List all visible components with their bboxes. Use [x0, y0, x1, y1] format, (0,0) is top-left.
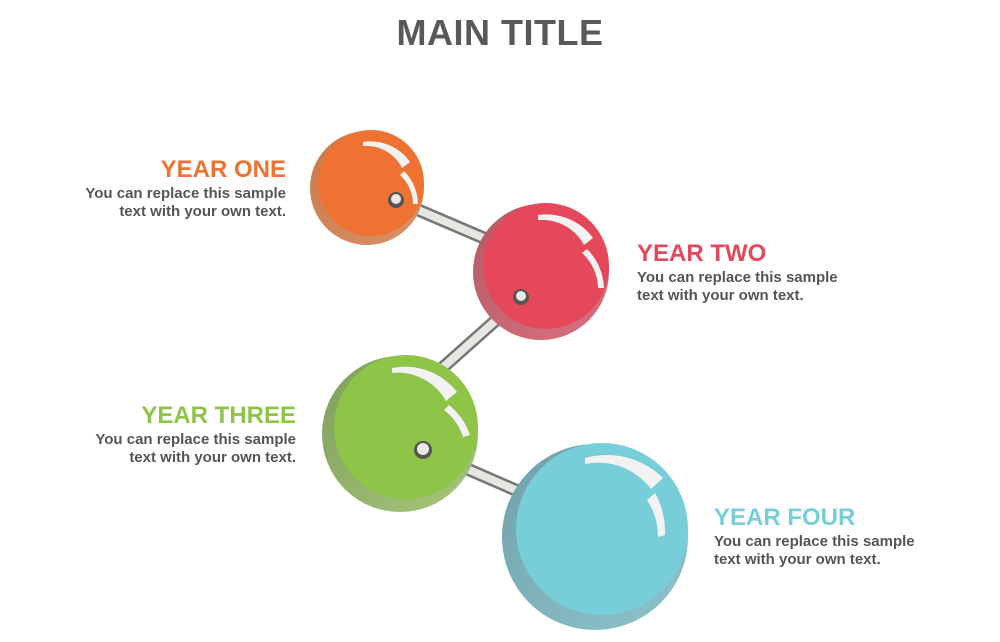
ball-year-three — [322, 355, 478, 512]
step-description: You can replace this sample text with yo… — [714, 533, 915, 568]
ball-year-two — [473, 203, 609, 340]
step-heading: YEAR ONE — [160, 156, 286, 183]
step-year-two: YEAR TWO You can replace this sample tex… — [637, 241, 937, 305]
step-heading: YEAR THREE — [141, 402, 296, 429]
step-description: You can replace this sample text with yo… — [637, 269, 838, 304]
step-heading: YEAR TWO — [637, 240, 767, 267]
step-heading: YEAR FOUR — [714, 504, 856, 531]
step-year-one: YEAR ONE You can replace this sample tex… — [0, 157, 286, 221]
ball-year-four — [502, 443, 688, 630]
step-description: You can replace this sample text with yo… — [95, 431, 296, 466]
step-year-three: YEAR THREE You can replace this sample t… — [0, 403, 296, 467]
main-title: MAIN TITLE — [396, 12, 604, 53]
ball-year-one — [310, 130, 424, 245]
step-year-four: YEAR FOUR You can replace this sample te… — [714, 505, 1000, 569]
step-description: You can replace this sample text with yo… — [85, 185, 286, 220]
